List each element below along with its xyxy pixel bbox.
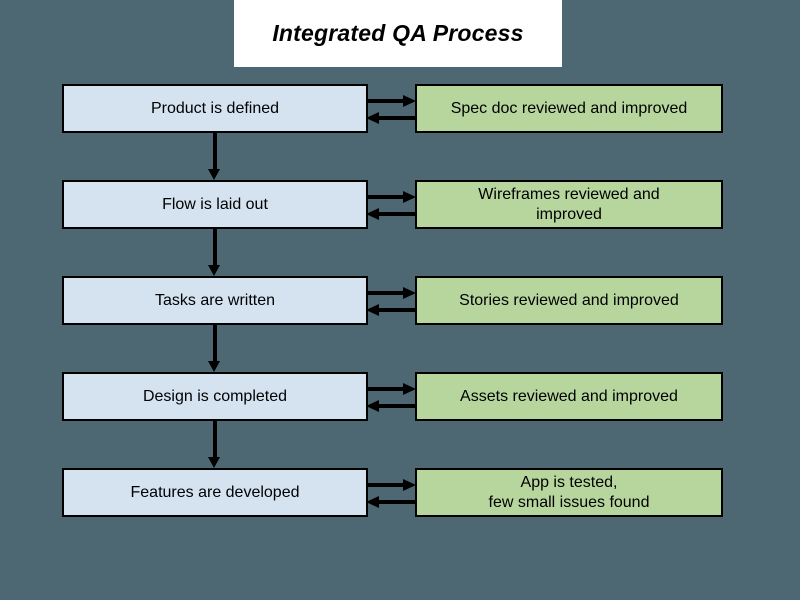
diagram-title-box: Integrated QA Process bbox=[234, 0, 562, 67]
process-step-box: Tasks are written bbox=[62, 276, 368, 325]
arrow-left-icon bbox=[379, 308, 417, 312]
process-step-box: Design is completed bbox=[62, 372, 368, 421]
arrow-right-icon bbox=[366, 387, 404, 391]
process-row-2: Flow is laid out Wireframes reviewed and… bbox=[0, 180, 800, 229]
review-label: App is tested, few small issues found bbox=[488, 473, 650, 511]
process-step-box: Flow is laid out bbox=[62, 180, 368, 229]
process-step-label: Tasks are written bbox=[154, 291, 276, 309]
arrow-right-head-icon bbox=[403, 287, 416, 299]
arrow-right-icon bbox=[366, 291, 404, 295]
arrow-left-head-icon bbox=[366, 112, 379, 124]
review-label: Assets reviewed and improved bbox=[460, 387, 678, 405]
process-row-3: Tasks are written Stories reviewed and i… bbox=[0, 276, 800, 325]
review-box: Assets reviewed and improved bbox=[415, 372, 723, 421]
arrow-right-icon bbox=[366, 483, 404, 487]
review-box: Wireframes reviewed and improved bbox=[415, 180, 723, 229]
arrow-right-head-icon bbox=[403, 95, 416, 107]
review-label: Stories reviewed and improved bbox=[459, 291, 679, 309]
process-step-box: Features are developed bbox=[62, 468, 368, 517]
process-step-label: Features are developed bbox=[130, 483, 300, 501]
process-step-box: Product is defined bbox=[62, 84, 368, 133]
review-label: Wireframes reviewed and improved bbox=[478, 185, 660, 223]
arrow-left-icon bbox=[379, 500, 417, 504]
review-box: Spec doc reviewed and improved bbox=[415, 84, 723, 133]
page-title: Integrated QA Process bbox=[272, 20, 524, 46]
arrow-right-icon bbox=[366, 195, 404, 199]
process-step-label: Flow is laid out bbox=[162, 195, 268, 213]
arrow-left-head-icon bbox=[366, 304, 379, 316]
arrow-right-head-icon bbox=[403, 479, 416, 491]
arrow-down-icon bbox=[208, 325, 221, 372]
review-label: Spec doc reviewed and improved bbox=[450, 99, 688, 117]
process-row-4: Design is completed Assets reviewed and … bbox=[0, 372, 800, 421]
arrow-left-icon bbox=[379, 212, 417, 216]
arrow-down-icon bbox=[208, 421, 221, 468]
arrow-left-head-icon bbox=[366, 208, 379, 220]
arrow-right-head-icon bbox=[403, 191, 416, 203]
process-row-5: Features are developed App is tested, fe… bbox=[0, 468, 800, 517]
review-box: App is tested, few small issues found bbox=[415, 468, 723, 517]
arrow-left-head-icon bbox=[366, 400, 379, 412]
process-step-label: Design is completed bbox=[142, 387, 288, 405]
arrow-left-icon bbox=[379, 404, 417, 408]
review-box: Stories reviewed and improved bbox=[415, 276, 723, 325]
arrow-down-icon bbox=[208, 133, 221, 180]
arrow-left-icon bbox=[379, 116, 417, 120]
process-row-1: Product is defined Spec doc reviewed and… bbox=[0, 84, 800, 133]
arrow-right-head-icon bbox=[403, 383, 416, 395]
arrow-down-icon bbox=[208, 229, 221, 276]
process-step-label: Product is defined bbox=[150, 99, 280, 117]
arrow-right-icon bbox=[366, 99, 404, 103]
arrow-left-head-icon bbox=[366, 496, 379, 508]
